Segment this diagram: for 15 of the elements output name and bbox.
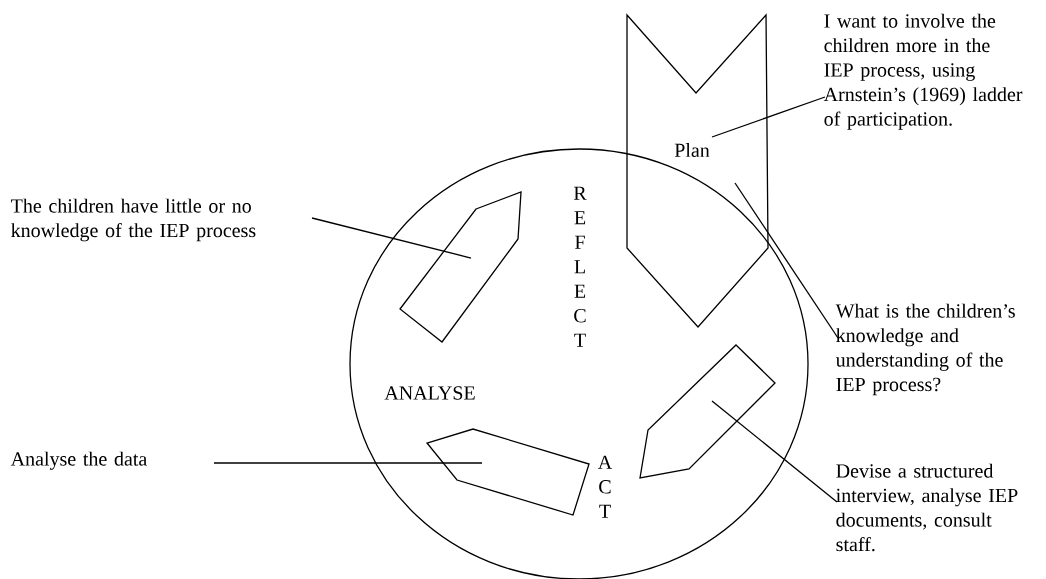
leader-line [213,462,483,464]
leader-line [311,217,472,259]
annotation-text: What is the children’s knowledge and understanding of the IEP process? [835,303,1015,396]
stage-label: ANALYSE [384,386,475,400]
arrow-shape [399,191,522,343]
annotation-text: I want to involve the children more in the IEP process, using Arnstein’s (1969) ladder of participation. [823,13,1023,130]
vertical-label: ACT [598,455,613,518]
annotation-text: Devise a structured interview, analyse IEP documents, consult staff. [836,463,1018,552]
annotation-text: The children have little or no knowledge of the IEP process [11,198,256,242]
leader-line [711,400,838,503]
vertical-label: REFLECT [573,186,587,347]
arrow-shape [639,344,776,479]
annotation-text: Analyse the data [10,451,147,470]
leader-line [711,96,826,138]
leader-line [734,182,839,339]
